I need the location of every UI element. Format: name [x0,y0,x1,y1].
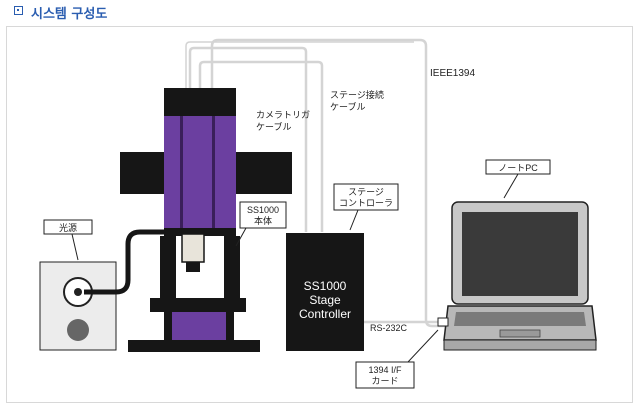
square-bullet-icon [14,6,23,15]
callout-if-card: 1394 I/F カード [355,329,439,389]
light-guide-cable [84,229,166,295]
callout-notebook: ノートPC [485,159,551,199]
stage-ctrl-label-2: コントローラ [339,198,393,208]
callout-stage-controller: ステージ コントローラ [333,183,399,231]
stage-conn-label-2: ケーブル [330,101,365,112]
ieee1394-label: IEEE1394 [430,68,475,79]
ss1000-body [120,88,292,352]
controller-label-2: Stage [309,293,341,307]
controller-label-1: SS1000 [304,279,347,293]
ss1000-label-2: 本体 [254,215,272,226]
notebook-label: ノートPC [498,163,538,173]
ieee1394-cable-outer [185,41,414,88]
camera-trigger-label-1: カメラトリガ [256,110,310,120]
stage-ctrl-label-1: ステージ [348,187,384,197]
light-source [39,261,117,351]
camera-trigger-cable [188,46,308,232]
stage-connection-cable [198,60,324,232]
cables [185,38,448,328]
if-card-label-2: カード [371,376,398,386]
ss1000-label-1: SS1000 [247,205,279,215]
stage-conn-label-1: ステージ接続 [330,89,384,100]
camera-trigger-label-2: ケーブル [256,121,291,132]
stage-controller: SS1000 Stage Controller [286,233,364,351]
notebook-pc [437,201,597,351]
rs232c-label: RS-232C [370,323,408,333]
callout-ss1000: SS1000 本体 [235,201,287,247]
section-title: 시스템 구성도 [31,7,108,22]
callout-light: 光源 [43,219,93,261]
section-header: 시스템 구성도 [0,0,640,24]
light-label: 光源 [59,222,77,233]
controller-label-3: Controller [299,307,351,321]
if-card-label-1: 1394 I/F [368,365,402,375]
